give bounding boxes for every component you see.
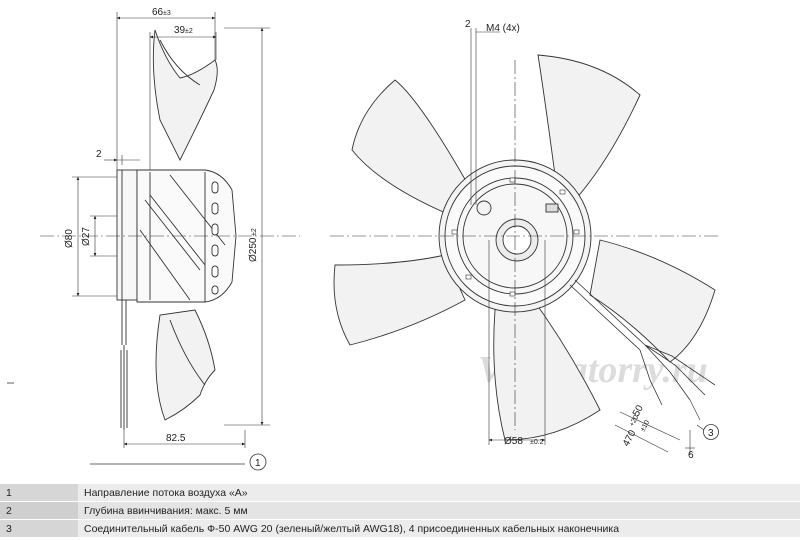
front-view-dimensions (330, 28, 720, 455)
dim-dia-250-tol: ±2 (251, 228, 258, 236)
fan-technical-drawing: Ventilatorry.ru (7, 7, 720, 471)
cable-callout-number: 3 (708, 428, 714, 439)
side-rotor-slots (211, 181, 219, 295)
notes-table: 1 Направление потока воздуха «A» 2 Глуби… (0, 484, 800, 538)
dim-hub-depth: 39 (174, 25, 186, 36)
dim-cable-length: 470 (621, 428, 639, 448)
dim-end-length: 6 (688, 450, 694, 461)
dim-screw-offset: 2 (465, 19, 471, 30)
note-text: Соединительный кабель Ф-50 AWG 20 (зелен… (78, 519, 800, 538)
side-cable (120, 300, 128, 430)
note-number: 3 (0, 519, 78, 538)
notes-row: 3 Соединительный кабель Ф-50 AWG 20 (зел… (0, 519, 800, 538)
front-blades (333, 54, 716, 441)
airflow-callout: 1 (90, 453, 267, 471)
notes-row: 2 Глубина ввинчивания: макс. 5 мм (0, 501, 800, 520)
front-cable (569, 279, 716, 406)
dim-strip-length: 50 (631, 403, 646, 418)
note-number: 1 (0, 484, 78, 502)
dim-length-82-5: 82.5 (166, 433, 186, 444)
dim-screw-thread: M4 (4x) (486, 23, 520, 34)
side-view-dimensions (40, 12, 300, 448)
dim-hub-depth-tol: ±2 (185, 28, 193, 35)
cable-callout: 3 (696, 424, 719, 440)
side-flange (116, 169, 138, 301)
side-blade-bottom (155, 309, 216, 421)
airflow-callout-number: 1 (255, 458, 261, 469)
note-number: 2 (0, 501, 78, 520)
side-view (116, 29, 237, 430)
dim-dia-80: Ø80 (64, 229, 75, 248)
note-text: Глубина ввинчивания: макс. 5 мм (78, 501, 800, 520)
notes-row: 1 Направление потока воздуха «A» (0, 484, 800, 502)
side-blade-top (152, 29, 218, 162)
dim-strip-length-tol: ±10 (640, 419, 652, 433)
dim-dia-58-tol: ±0.2 (530, 439, 544, 446)
side-view-dimension-labels: 66 ±3 39 ±2 2 Ø80 Ø27 Ø250 ±2 82.5 (64, 7, 259, 444)
note-text: Направление потока воздуха «A» (78, 484, 800, 502)
side-rotor (136, 169, 237, 303)
dim-cable-length-tol: +20 (629, 414, 641, 428)
dim-dia-27: Ø27 (81, 227, 92, 246)
dim-dia-58: Ø58 (504, 436, 523, 447)
front-view (333, 54, 716, 441)
dim-dia-250: Ø250 (248, 237, 259, 262)
dim-overall-depth: 66 (152, 7, 164, 18)
front-view-dimension-labels: 2 M4 (4x) Ø58 ±0.2 50 ±10 470 +20 6 (465, 19, 694, 461)
dim-flange-offset: 2 (96, 149, 102, 160)
dim-overall-depth-tol: ±3 (163, 10, 171, 17)
